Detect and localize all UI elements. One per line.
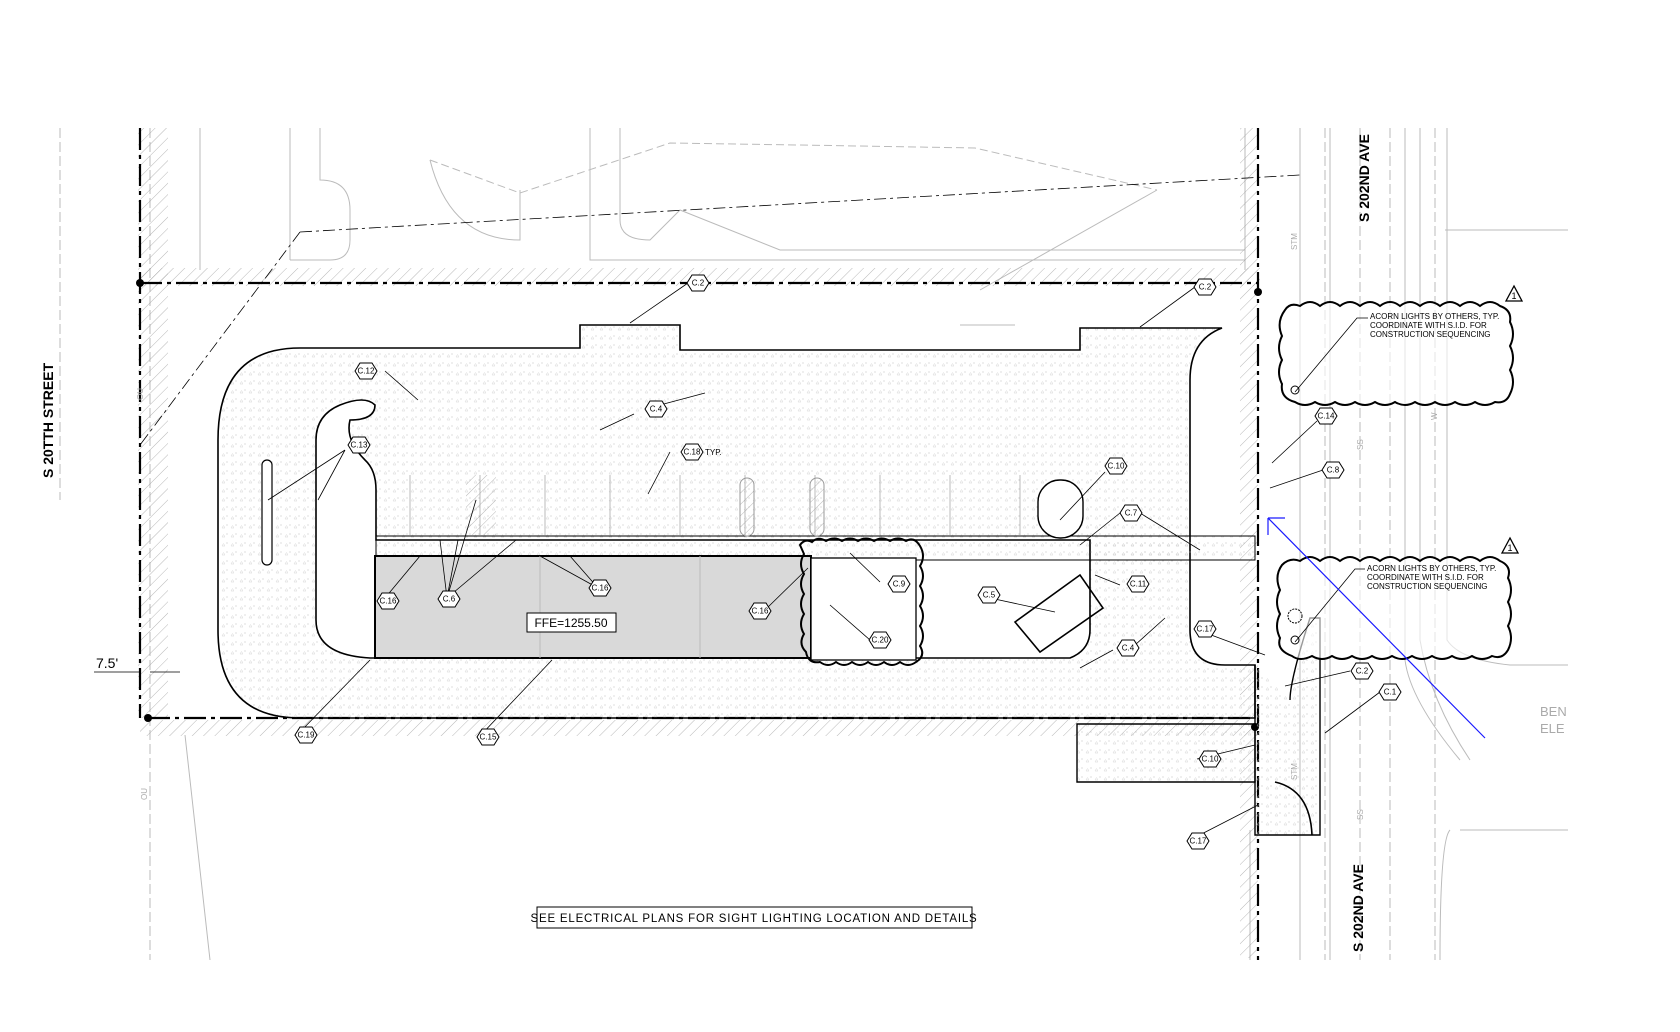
svg-text:SS: SS xyxy=(1356,809,1365,820)
median xyxy=(261,459,273,566)
svg-text:STM: STM xyxy=(1290,763,1299,780)
svg-text:C.15: C.15 xyxy=(480,733,497,742)
svg-text:C.14: C.14 xyxy=(1318,412,1335,421)
svg-text:C.4: C.4 xyxy=(650,405,663,414)
typ-label: TYP. xyxy=(705,448,722,457)
svg-text:C.18: C.18 xyxy=(684,448,701,457)
callout-leaders xyxy=(267,282,1381,842)
svg-text:C.12: C.12 xyxy=(358,367,375,376)
cut-off-label: BEN xyxy=(1540,704,1567,719)
planter xyxy=(1037,479,1084,539)
callout-c6: C.6 xyxy=(437,590,461,608)
svg-text:STM: STM xyxy=(1290,233,1299,250)
callout-c16: C.16 xyxy=(748,602,772,620)
svg-text:C.2: C.2 xyxy=(1199,283,1212,292)
svg-text:1: 1 xyxy=(1511,291,1516,301)
setback-dimension: 7.5' xyxy=(96,655,118,671)
note-line: CONSTRUCTION SEQUENCING xyxy=(1367,582,1487,591)
callout-c1: C.1 xyxy=(1378,683,1402,701)
utility-labels: STM STM SS SS W OU OU xyxy=(136,233,1439,820)
callout-c17: C.17 xyxy=(1193,620,1217,638)
patio xyxy=(810,557,917,661)
note-line: ACORN LIGHTS BY OTHERS, TYP. xyxy=(1367,564,1496,573)
revision-cloud-north xyxy=(1278,301,1514,406)
callout-c16: C.16 xyxy=(376,592,400,610)
svg-text:C.10: C.10 xyxy=(1202,755,1219,764)
overhead-utility-line xyxy=(139,174,1301,446)
svg-text:C.1: C.1 xyxy=(1384,688,1397,697)
callout-c20: C.20 xyxy=(868,631,892,649)
svg-text:C.5: C.5 xyxy=(983,591,996,600)
cut-off-label: ELE xyxy=(1540,721,1565,736)
callout-c10: C.10 xyxy=(1198,750,1222,768)
svg-text:SS: SS xyxy=(1356,439,1365,450)
street-label-east-top: S 202ND AVE xyxy=(1356,134,1372,222)
dumpster-enclosure xyxy=(1013,573,1105,654)
svg-text:C.4: C.4 xyxy=(1122,644,1135,653)
finished-floor-elevation: FFE=1255.50 xyxy=(534,616,607,630)
callout-c2: C.2 xyxy=(686,274,710,292)
callout-c4: C.4 xyxy=(644,400,668,418)
callout-tags: C.2 C.2 C.2 C.12 C.4 C.4 C.13 C.18 C.10 … xyxy=(294,274,1402,850)
callout-c8: C.8 xyxy=(1321,461,1345,479)
svg-text:C.17: C.17 xyxy=(1197,625,1214,634)
note-line: CONSTRUCTION SEQUENCING xyxy=(1370,330,1490,339)
svg-text:C.19: C.19 xyxy=(298,731,315,740)
building-footprint xyxy=(374,555,812,659)
svg-text:C.20: C.20 xyxy=(872,636,889,645)
west-setback-hatch xyxy=(138,128,168,718)
callout-c2: C.2 xyxy=(1193,278,1217,296)
callout-c4: C.4 xyxy=(1116,639,1140,657)
svg-text:C.16: C.16 xyxy=(592,584,609,593)
svg-text:C.17: C.17 xyxy=(1190,837,1207,846)
svg-text:C.16: C.16 xyxy=(380,597,397,606)
south-setback-hatch xyxy=(140,720,1260,736)
svg-text:1: 1 xyxy=(1507,543,1512,553)
svg-text:C.7: C.7 xyxy=(1125,509,1138,518)
callout-c13: C.13 xyxy=(347,436,371,454)
cloud-note-north: ACORN LIGHTS BY OTHERS, TYP. COORDINATE … xyxy=(1290,312,1499,395)
street-label-east-bottom: S 202ND AVE xyxy=(1350,864,1366,952)
svg-text:C.16: C.16 xyxy=(752,607,769,616)
svg-text:OU: OU xyxy=(140,788,149,800)
callout-c15: C.15 xyxy=(476,728,500,746)
svg-text:C.8: C.8 xyxy=(1327,466,1340,475)
callout-c9: C.9 xyxy=(887,575,911,593)
svg-text:C.10: C.10 xyxy=(1108,462,1125,471)
callout-c5: C.5 xyxy=(977,586,1001,604)
callout-c10: C.10 xyxy=(1104,457,1128,475)
svg-text:C.6: C.6 xyxy=(443,595,456,604)
callout-c16: C.16 xyxy=(588,579,612,597)
svg-text:W: W xyxy=(1430,412,1439,420)
svg-text:C.2: C.2 xyxy=(692,279,705,288)
revision-triangle: 1 1 xyxy=(1500,284,1524,554)
note-line: COORDINATE WITH S.I.D. FOR xyxy=(1367,573,1484,582)
svg-text:C.13: C.13 xyxy=(351,441,368,450)
revision-cloud-patio xyxy=(798,537,924,666)
svg-text:C.2: C.2 xyxy=(1356,667,1369,676)
cloud-note-south: ACORN LIGHTS BY OTHERS, TYP. COORDINATE … xyxy=(1287,564,1496,645)
section-cut-line xyxy=(1267,517,1486,739)
callout-c19: C.19 xyxy=(294,726,318,744)
callout-c17: C.17 xyxy=(1186,832,1210,850)
callout-c18: C.18 xyxy=(680,443,704,461)
callout-c7: C.7 xyxy=(1119,504,1143,522)
callout-c2: C.2 xyxy=(1350,662,1374,680)
svg-text:OU: OU xyxy=(136,388,145,400)
revision-cloud-south xyxy=(1276,556,1512,660)
general-note: SEE ELECTRICAL PLANS FOR SIGHT LIGHTING … xyxy=(531,913,978,925)
note-line: COORDINATE WITH S.I.D. FOR xyxy=(1370,321,1487,330)
sidewalk-strip xyxy=(375,535,1256,561)
svg-text:C.9: C.9 xyxy=(893,580,906,589)
callout-c12: C.12 xyxy=(354,362,378,380)
callout-c11: C.11 xyxy=(1126,575,1150,593)
callout-c14: C.14 xyxy=(1314,407,1338,425)
street-label-west: S 20TTH STREET xyxy=(40,362,56,478)
svg-text:C.11: C.11 xyxy=(1130,580,1147,589)
note-line: ACORN LIGHTS BY OTHERS, TYP. xyxy=(1370,312,1499,321)
